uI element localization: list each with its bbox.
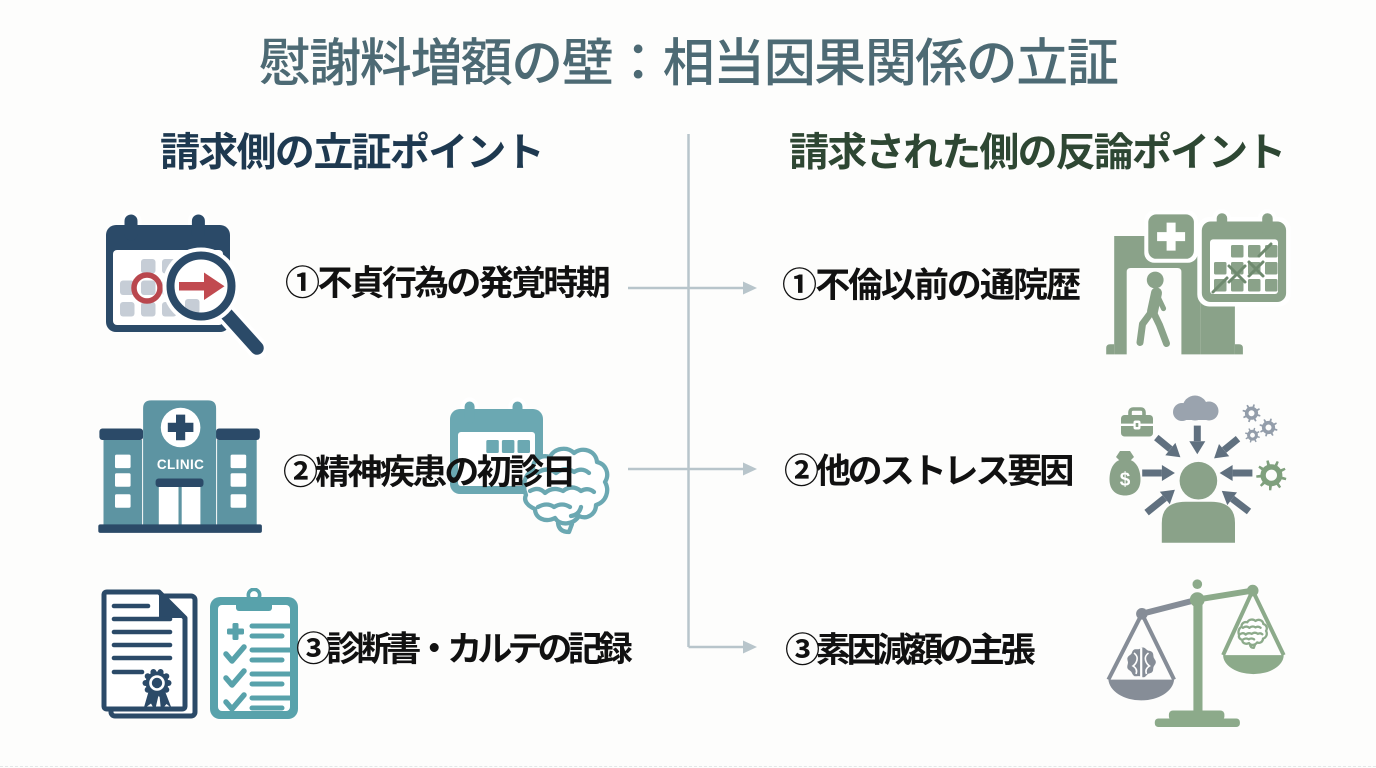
left-item-3-label: ③診断書・カルテの記録 <box>296 621 633 672</box>
calendar-magnifier-icon <box>106 210 266 360</box>
left-item-2-label: ②精神疾患の初診日 <box>283 444 576 495</box>
converging-arrows <box>1142 425 1253 516</box>
hospital-building <box>1106 236 1243 355</box>
crossed-calendar <box>1197 209 1291 307</box>
documents-icon <box>101 589 198 719</box>
calendar-brain-icon <box>450 397 610 535</box>
left-column-header: 請求側の立証ポイント <box>160 120 545 178</box>
seal-rosette <box>142 669 172 711</box>
arrow-row2 <box>628 462 757 476</box>
arrow-row3 <box>688 640 757 654</box>
clipboard-checklist-icon <box>210 588 298 719</box>
walking-person <box>1136 271 1170 347</box>
page-title: 慰謝料増額の壁：相当因果関係の立証 <box>258 21 1119 96</box>
stressed-person <box>1161 461 1235 543</box>
cloud-icon <box>1173 395 1219 421</box>
right-item-1-label: ①不倫以前の通院歴 <box>782 257 1081 308</box>
stress-factors-icon: $ <box>1109 395 1287 543</box>
clinic-building-icon: CLINIC <box>98 400 262 533</box>
marked-date-circle <box>131 272 163 304</box>
red-arrow <box>179 272 225 300</box>
calendar-x-marks <box>1211 242 1273 294</box>
big-gear-icon <box>1256 460 1287 491</box>
right-item-3-label: ③素因減額の主張 <box>785 622 1036 673</box>
dollar-sign: $ <box>1120 470 1131 491</box>
money-bag-icon: $ <box>1109 451 1141 496</box>
balance-scale-icon <box>1106 579 1286 727</box>
arrow-row1 <box>628 281 757 295</box>
hospital-cross-sign <box>1144 210 1198 263</box>
magnifier <box>162 247 266 360</box>
left-item-1-label: ①不貞行為の発覚時期 <box>285 255 611 306</box>
right-column-header: 請求された側の反論ポイント <box>789 120 1286 178</box>
right-item-2-label: ②他のストレス要因 <box>784 443 1074 494</box>
briefcase-icon <box>1121 407 1153 437</box>
right-pan <box>1221 589 1286 675</box>
scale-post <box>1154 579 1240 727</box>
green-brain <box>1237 618 1268 649</box>
hospital-visit-calendar-icon <box>1106 209 1291 355</box>
clinic-sign-label: CLINIC <box>157 457 204 472</box>
brain-outline <box>521 446 610 535</box>
left-pan <box>1106 612 1176 701</box>
gray-brain <box>1127 647 1156 678</box>
small-gears-icon <box>1242 404 1278 443</box>
